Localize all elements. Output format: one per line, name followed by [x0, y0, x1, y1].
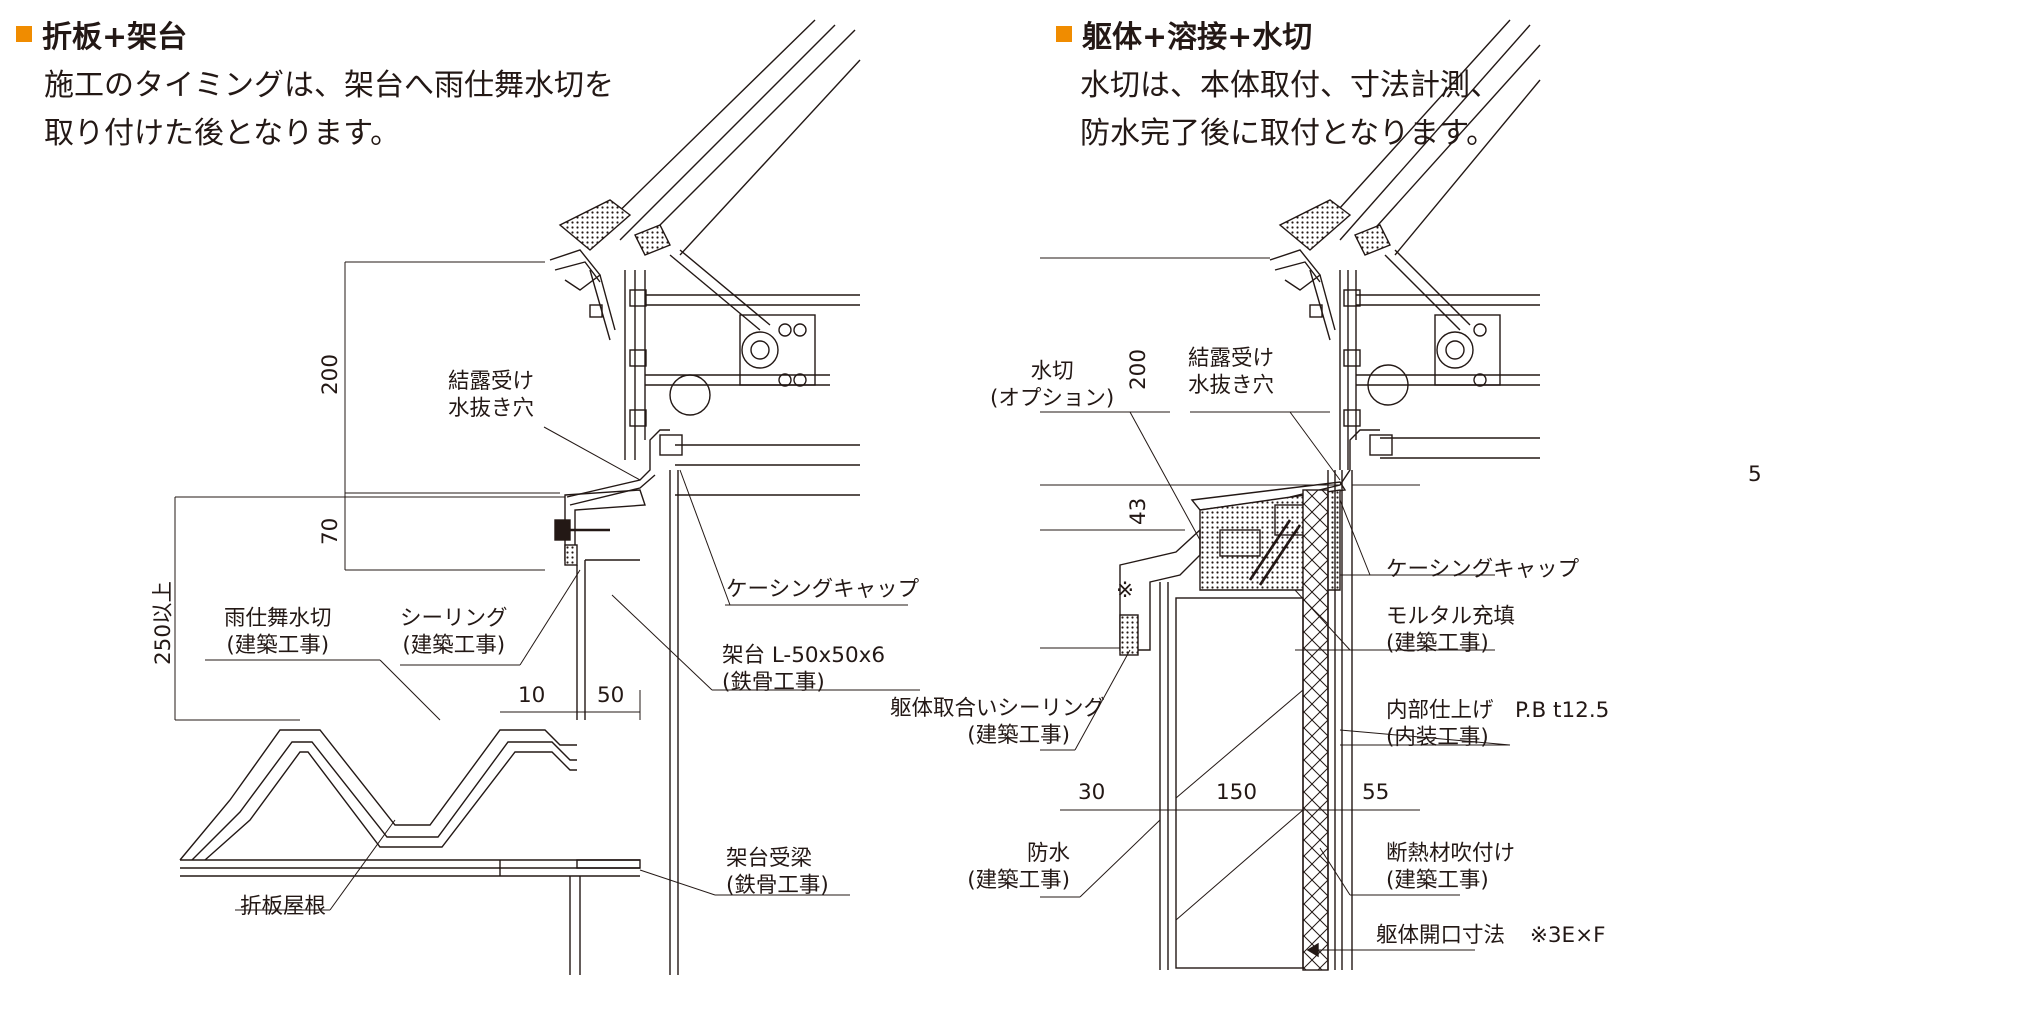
label-condensation-left: 結露受け 水抜き穴 [448, 369, 535, 421]
label-stand-beam: 架台受梁 (鉄骨工事) [726, 846, 829, 898]
label-roof: 折板屋根 [240, 894, 327, 919]
dim-55-right: 55 [1362, 780, 1390, 805]
dim-250-left: 250以上 [151, 580, 176, 665]
dim-200-right: 200 [1126, 348, 1151, 390]
orange-square-icon [1056, 26, 1072, 42]
description-left: 施工のタイミングは、架台へ雨仕舞水切を 取り付けた後となります。 [44, 68, 614, 151]
label-waterproof: 防水 (建築工事) [967, 841, 1070, 893]
dim-50-left: 50 [597, 683, 625, 708]
drawing-left [174, 19, 920, 975]
drawing-right [1040, 19, 1541, 971]
dim-30-right: 30 [1078, 780, 1106, 805]
dim-70-left: 70 [318, 517, 343, 545]
label-stand: 架台 L-50x50x6 (鉄骨工事) [722, 643, 886, 695]
orange-square-icon [16, 26, 32, 42]
dim-5-right: 5 [1748, 462, 1762, 487]
dim-43-right: 43 [1126, 497, 1151, 525]
dim-10-left: 10 [518, 683, 546, 708]
dim-150-right: 150 [1216, 780, 1258, 805]
label-opening-note: ※3E×F [1529, 923, 1606, 948]
dim-note-right: ※ [1116, 578, 1135, 603]
label-casing-cap-right: ケーシングキャップ [1386, 557, 1580, 582]
label-flashing-right: 水切 (オプション) [990, 359, 1115, 411]
label-structure-sealing: 躯体取合いシーリング (建築工事) [890, 696, 1106, 748]
label-mortar: モルタル充填 (建築工事) [1386, 604, 1516, 656]
description-right: 水切は、本体取付、寸法計測、 防水完了後に取付となります。 [1080, 68, 1500, 151]
title-left: 折板+架台 [16, 12, 187, 56]
label-casing-cap-left: ケーシングキャップ [726, 577, 920, 602]
label-insulation: 断熱材吹付け (建築工事) [1386, 841, 1516, 893]
label-opening: 躯体開口寸法 ※3E×F [1376, 923, 1606, 948]
detail-left: 折板+架台 施工のタイミングは、架台へ雨仕舞水切を 取り付けた後となります。 [16, 12, 920, 975]
label-flashing-left: 雨仕舞水切 (建築工事) [224, 606, 332, 658]
label-sealing-left: シーリング (建築工事) [400, 606, 508, 658]
label-interior: 内部仕上げ P.B t12.5 (内装工事) [1386, 698, 1610, 750]
detail-right: 躯体+溶接+水切 水切は、本体取付、寸法計測、 防水完了後に取付となります。 [890, 0, 2044, 1013]
label-condensation-right: 結露受け 水抜き穴 [1188, 346, 1275, 398]
title-right: 躯体+溶接+水切 [1056, 12, 1312, 56]
dim-200-left: 200 [318, 353, 343, 395]
